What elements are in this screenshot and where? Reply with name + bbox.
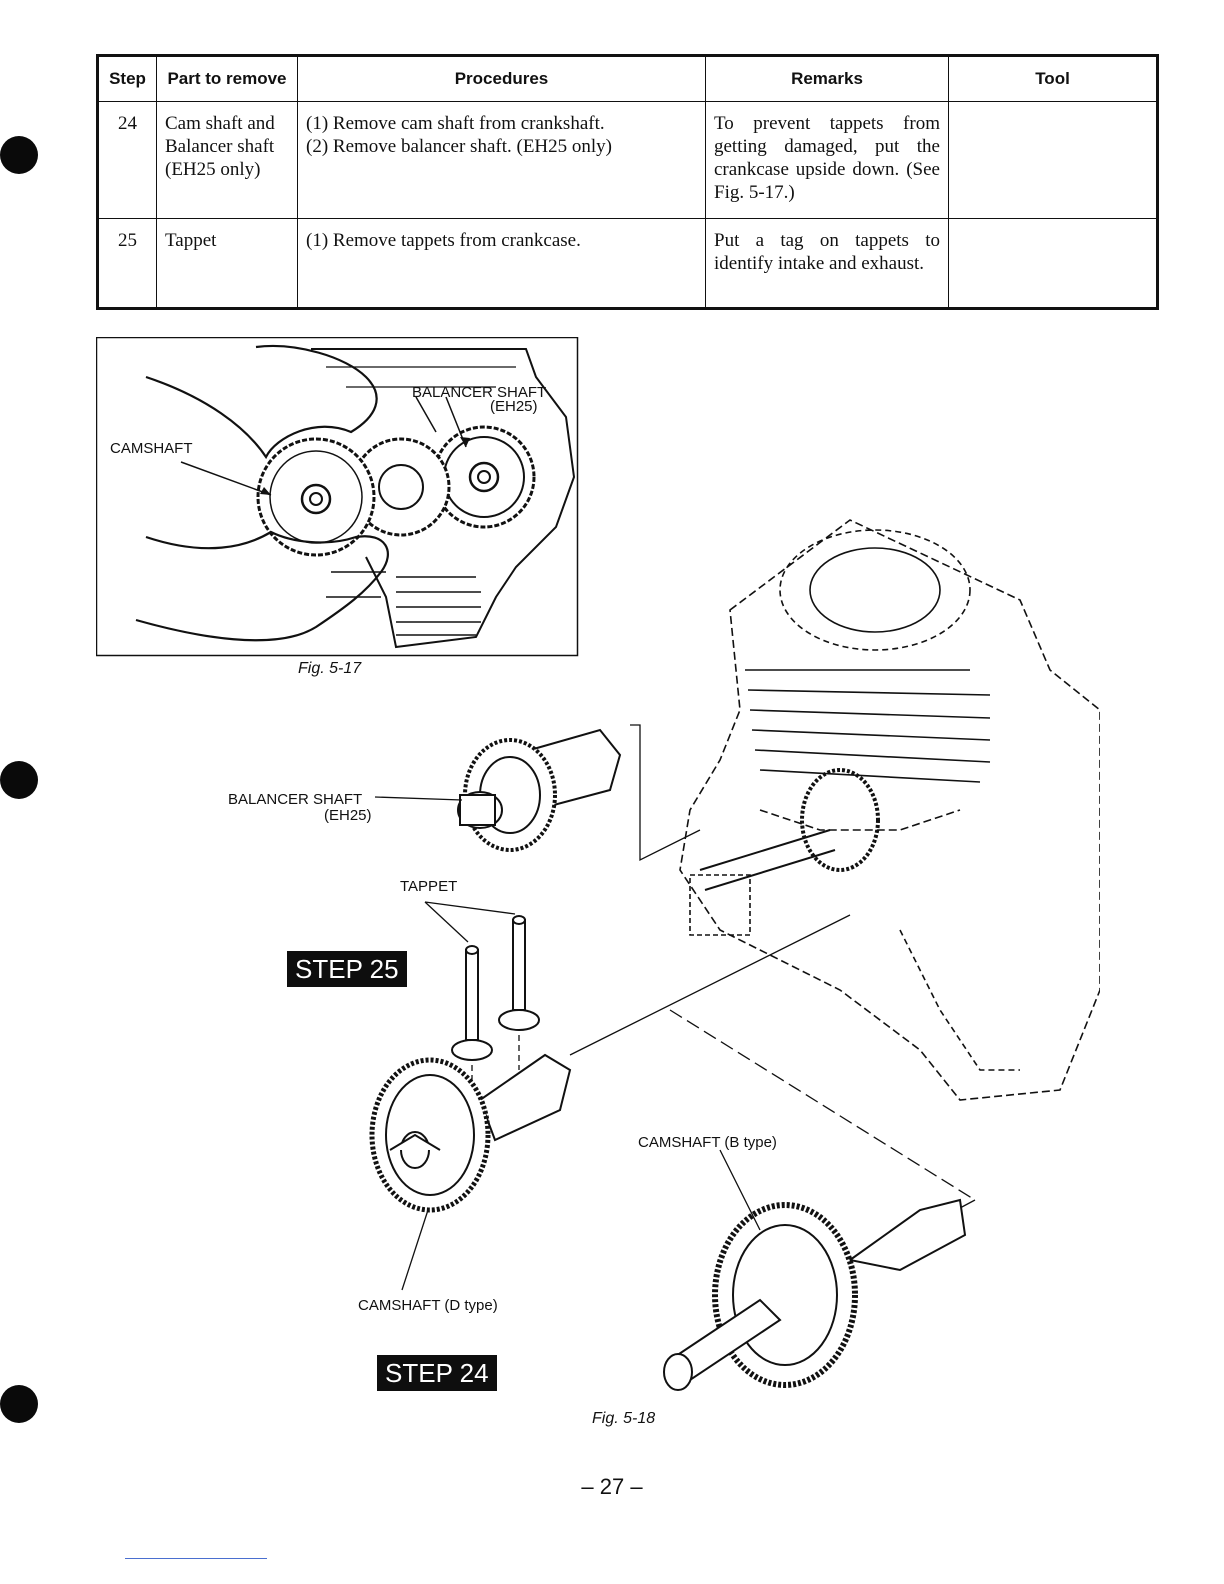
procedure-table: Step Part to remove Procedures Remarks T… [96,54,1159,310]
part-cell: Cam shaft and Balancer shaft (EH25 only) [156,101,298,219]
table-row: 25 Tappet (1) Remove tappets from crankc… [97,218,1158,309]
part-line: Tappet [165,230,217,251]
fig17-label-balancer-model: (EH25) [490,398,538,415]
part-cell: Tappet [156,218,298,309]
figure-5-18: BALANCER SHAFT (EH25) TAPPET CAMSHAFT (B… [200,510,1100,1410]
procedure-line: (1) Remove tappets from crankcase. [306,230,581,251]
header-part: Part to remove [156,55,298,102]
binder-hole-middle [0,761,38,799]
footer-rule [125,1558,267,1559]
procedure-line: (1) Remove cam shaft from crankshaft. [306,113,605,134]
step-25-badge: STEP 25 [287,951,407,987]
tool-cell [948,101,1158,219]
step-cell: 24 [97,101,157,219]
part-line: Cam shaft and [165,113,275,134]
fig18-label-balancer-model: (EH25) [324,807,372,824]
table-row: 24 Cam shaft and Balancer shaft (EH25 on… [97,101,1158,219]
table-header-row: Step Part to remove Procedures Remarks T… [97,55,1158,102]
remarks-cell: Put a tag on tappets to identify intake … [705,218,949,309]
binder-hole-bottom [0,1385,38,1423]
part-line: Balancer shaft [165,136,275,157]
procedure-line: (2) Remove balancer shaft. (EH25 only) [306,136,613,157]
fig18-caption: Fig. 5-18 [592,1410,656,1427]
part-line: (EH25 only) [165,159,261,180]
step-cell: 25 [97,218,157,309]
fig18-label-balancer-shaft: BALANCER SHAFT [228,791,362,808]
figure-5-17-illustration: BALANCER SHAFT (EH25) CAMSHAFT [96,337,579,657]
procedures-cell: (1) Remove cam shaft from crankshaft. (2… [297,101,706,219]
header-tool: Tool [948,55,1158,102]
step-24-badge: STEP 24 [377,1355,497,1391]
fig18-label-tappet: TAPPET [400,878,457,895]
header-remarks: Remarks [705,55,949,102]
figure-5-18-illustration: BALANCER SHAFT (EH25) TAPPET CAMSHAFT (B… [228,519,1100,1391]
fig17-label-camshaft: CAMSHAFT [110,440,193,457]
figure-5-17: BALANCER SHAFT (EH25) CAMSHAFT [96,337,580,657]
page-number: – 27 – [581,1474,643,1499]
fig17-caption: Fig. 5-17 [298,660,362,677]
header-step: Step [97,55,157,102]
fig18-label-camshaft-d: CAMSHAFT (D type) [358,1297,498,1314]
fig17-label-balancer-shaft: BALANCER SHAFT [412,384,546,401]
fig18-label-camshaft-b: CAMSHAFT (B type) [638,1134,777,1151]
remarks-cell: To prevent tappets from getting damaged,… [705,101,949,219]
tool-cell [948,218,1158,309]
header-procedures: Procedures [297,55,706,102]
binder-hole-top [0,136,38,174]
procedures-cell: (1) Remove tappets from crankcase. [297,218,706,309]
